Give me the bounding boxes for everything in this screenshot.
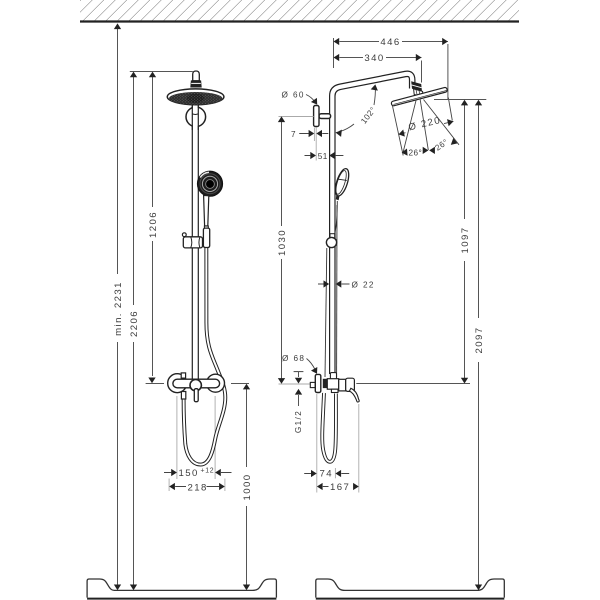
svg-text:2097: 2097 [474,327,485,354]
svg-text:2206: 2206 [129,310,140,337]
svg-text:Ø 22: Ø 22 [352,280,375,289]
svg-text:1000: 1000 [242,474,253,501]
svg-text:G1/2: G1/2 [294,410,303,433]
svg-text:167: 167 [330,482,350,493]
svg-text:1206: 1206 [148,211,159,238]
svg-text:51: 51 [318,152,328,161]
svg-text:74: 74 [320,469,333,480]
svg-text:446: 446 [380,37,400,48]
svg-text:218: 218 [188,482,208,493]
svg-text:min. 2231: min. 2231 [113,281,124,336]
svg-text:+12: +12 [201,468,215,475]
svg-text:7: 7 [291,130,296,139]
svg-text:26°: 26° [409,149,423,158]
svg-text:Ø 60: Ø 60 [282,91,305,100]
svg-text:1030: 1030 [277,229,288,256]
svg-text:Ø 68: Ø 68 [282,354,305,363]
svg-text:1097: 1097 [460,227,471,254]
svg-text:150: 150 [179,468,199,479]
svg-text:340: 340 [364,53,384,64]
